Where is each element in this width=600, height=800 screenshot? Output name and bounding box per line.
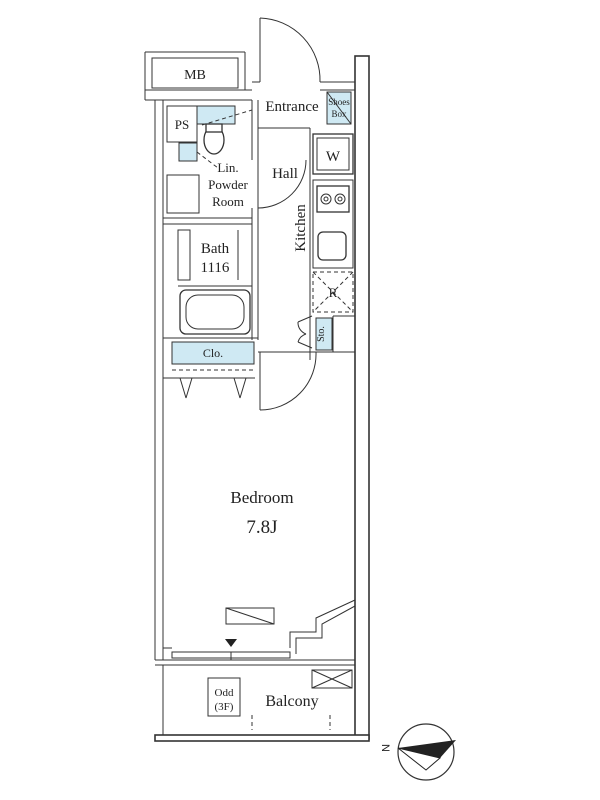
shoes-box: Shoes Box xyxy=(326,91,352,125)
storage-label: Sto. xyxy=(316,326,327,342)
closet-label: Clo. xyxy=(203,346,223,360)
lin-label: Lin. xyxy=(217,160,238,175)
ps-shaft: PS xyxy=(166,105,198,143)
down-arrow-icon xyxy=(225,639,237,647)
bedroom: Bedroom 7.8J xyxy=(225,488,294,625)
compass: N xyxy=(379,723,456,781)
bath: Bath 1116 xyxy=(177,229,252,335)
hall-label: Hall xyxy=(272,166,298,182)
storage: Sto. xyxy=(297,315,333,351)
outer-walls xyxy=(144,51,370,742)
interior-walls xyxy=(163,100,356,654)
closet: Clo. xyxy=(171,341,255,399)
ps-label: PS xyxy=(175,117,189,132)
mb-room: MB xyxy=(151,57,239,89)
powder-label-1: Powder xyxy=(208,177,248,192)
bedroom-size: 7.8J xyxy=(246,517,277,538)
mb-label: MB xyxy=(184,68,206,83)
washer-label: W xyxy=(326,149,341,165)
bath-label-1: Bath xyxy=(201,241,230,257)
balcony-window xyxy=(171,639,291,660)
entrance-label: Entrance xyxy=(265,99,319,115)
odd-label-2: (3F) xyxy=(215,701,234,713)
fridge-label: R xyxy=(329,285,338,300)
kitchen-label: Kitchen xyxy=(293,204,309,252)
balcony: Odd (3F) Balcony xyxy=(207,669,353,730)
shoes-box-label-2: Box xyxy=(331,109,347,119)
bath-label-2: 1116 xyxy=(201,260,230,276)
odd-label-1: Odd xyxy=(215,687,234,699)
washer: W xyxy=(312,133,354,175)
hall-door xyxy=(257,159,307,209)
powder-room: Lin. Powder Room xyxy=(166,105,253,214)
entrance-door xyxy=(259,17,321,83)
balcony-label: Balcony xyxy=(265,693,318,710)
shoes-box-label-1: Shoes xyxy=(328,97,350,107)
bedroom-door xyxy=(259,351,317,411)
kitchen: Kitchen R xyxy=(293,179,354,313)
compass-needle-icon xyxy=(398,740,456,758)
bedroom-label: Bedroom xyxy=(230,488,293,507)
compass-north-label: N xyxy=(379,744,391,752)
powder-label-2: Room xyxy=(212,194,244,209)
